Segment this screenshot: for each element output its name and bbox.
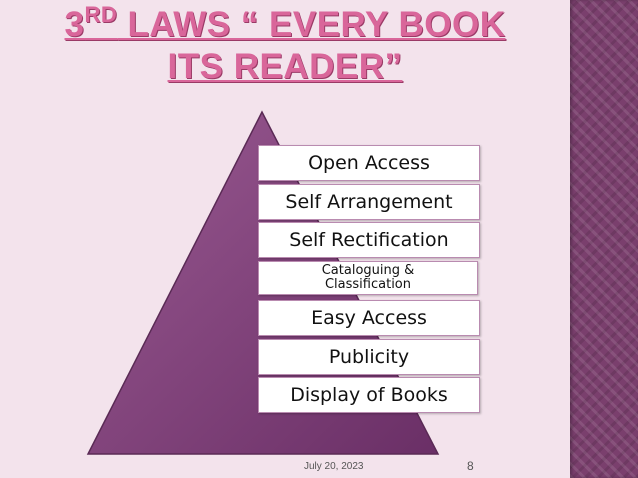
- pyramid-item-display-of-books: Display of Books: [258, 377, 480, 413]
- decorative-side-strip: [570, 0, 638, 478]
- page-number: 8: [467, 459, 474, 473]
- pyramid-item-publicity: Publicity: [258, 339, 480, 375]
- pyramid-item-easy-access: Easy Access: [258, 300, 480, 336]
- title-line-1: LAWS “ EVERY BOOK: [117, 5, 506, 44]
- pyramid-item-self-arrangement: Self Arrangement: [258, 184, 480, 220]
- pyramid-item-self-rectification: Self Rectification: [258, 222, 480, 258]
- pyramid-item-open-access: Open Access: [258, 145, 480, 181]
- title-line-2: ITS READER”: [167, 47, 403, 86]
- slide-title: 3RD LAWS “ EVERY BOOK ITS READER”: [60, 4, 510, 88]
- footer-date: July 20, 2023: [304, 461, 364, 472]
- pyramid-item-cataloguing: Cataloguing & Classification: [258, 261, 478, 295]
- title-ordinal: 3: [64, 5, 85, 44]
- title-ordinal-suffix: RD: [84, 2, 118, 27]
